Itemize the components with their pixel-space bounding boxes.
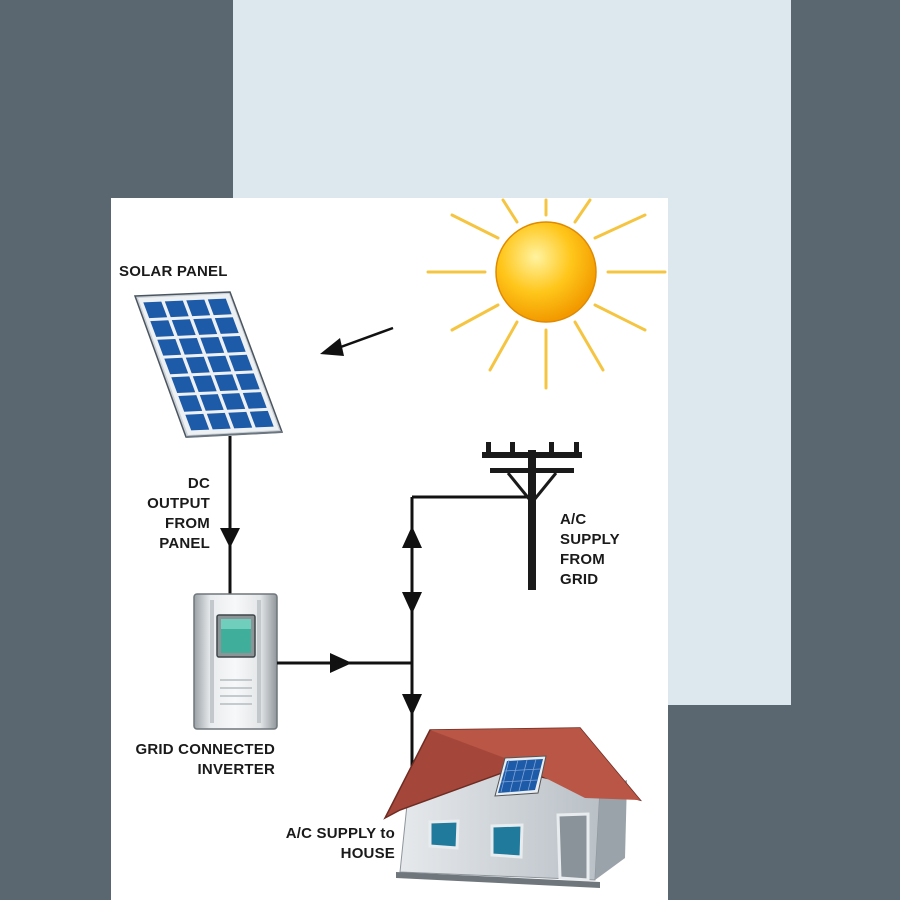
solar-panel-label: SOLAR PANEL	[119, 263, 228, 280]
inverter-output-wire	[277, 653, 412, 673]
solar-cell	[143, 301, 168, 319]
solar-cell	[214, 317, 239, 334]
solar-cell	[221, 393, 246, 410]
ac-supply-house-label: A/C SUPPLY to HOUSE	[285, 825, 395, 862]
solar-cell	[157, 339, 182, 356]
bus-wire	[402, 495, 530, 790]
house-icon	[383, 727, 643, 888]
solar-cell	[150, 320, 175, 337]
solar-cell	[214, 374, 239, 391]
solar-cell	[200, 337, 225, 354]
dc-output-label: DC OUTPUT FROM PANEL	[147, 475, 210, 552]
solar-cell	[185, 413, 210, 431]
solar-cell	[228, 411, 253, 429]
ac-supply-grid-label: A/C SUPPLY FROM GRID	[560, 511, 620, 588]
solar-cell	[249, 410, 274, 428]
solar-cell	[178, 395, 203, 412]
solar-cell	[171, 376, 196, 393]
sun-icon	[426, 198, 667, 390]
solar-cell	[171, 319, 196, 336]
solar-cell	[242, 392, 267, 409]
utility-pole-icon	[482, 442, 582, 590]
solar-cell	[228, 354, 253, 372]
inverter-icon	[193, 593, 278, 730]
dc-wire	[220, 436, 240, 595]
solar-cell	[199, 394, 224, 411]
solar-cell	[186, 299, 211, 317]
solar-cell	[207, 355, 232, 373]
solar-cell	[164, 300, 189, 318]
inverter-label: GRID CONNECTED INVERTER	[135, 741, 275, 778]
solar-cell	[235, 373, 260, 390]
sunlight-arrow	[320, 326, 394, 356]
solar-cell	[206, 412, 231, 430]
solar-cell	[193, 318, 218, 335]
solar-cell	[192, 375, 217, 392]
solar-cell	[221, 336, 246, 353]
solar-cell	[178, 338, 203, 355]
solar-cell	[185, 356, 210, 374]
solar-panel-icon	[133, 291, 284, 438]
solar-cell	[164, 357, 189, 375]
solar-cell	[207, 298, 232, 316]
